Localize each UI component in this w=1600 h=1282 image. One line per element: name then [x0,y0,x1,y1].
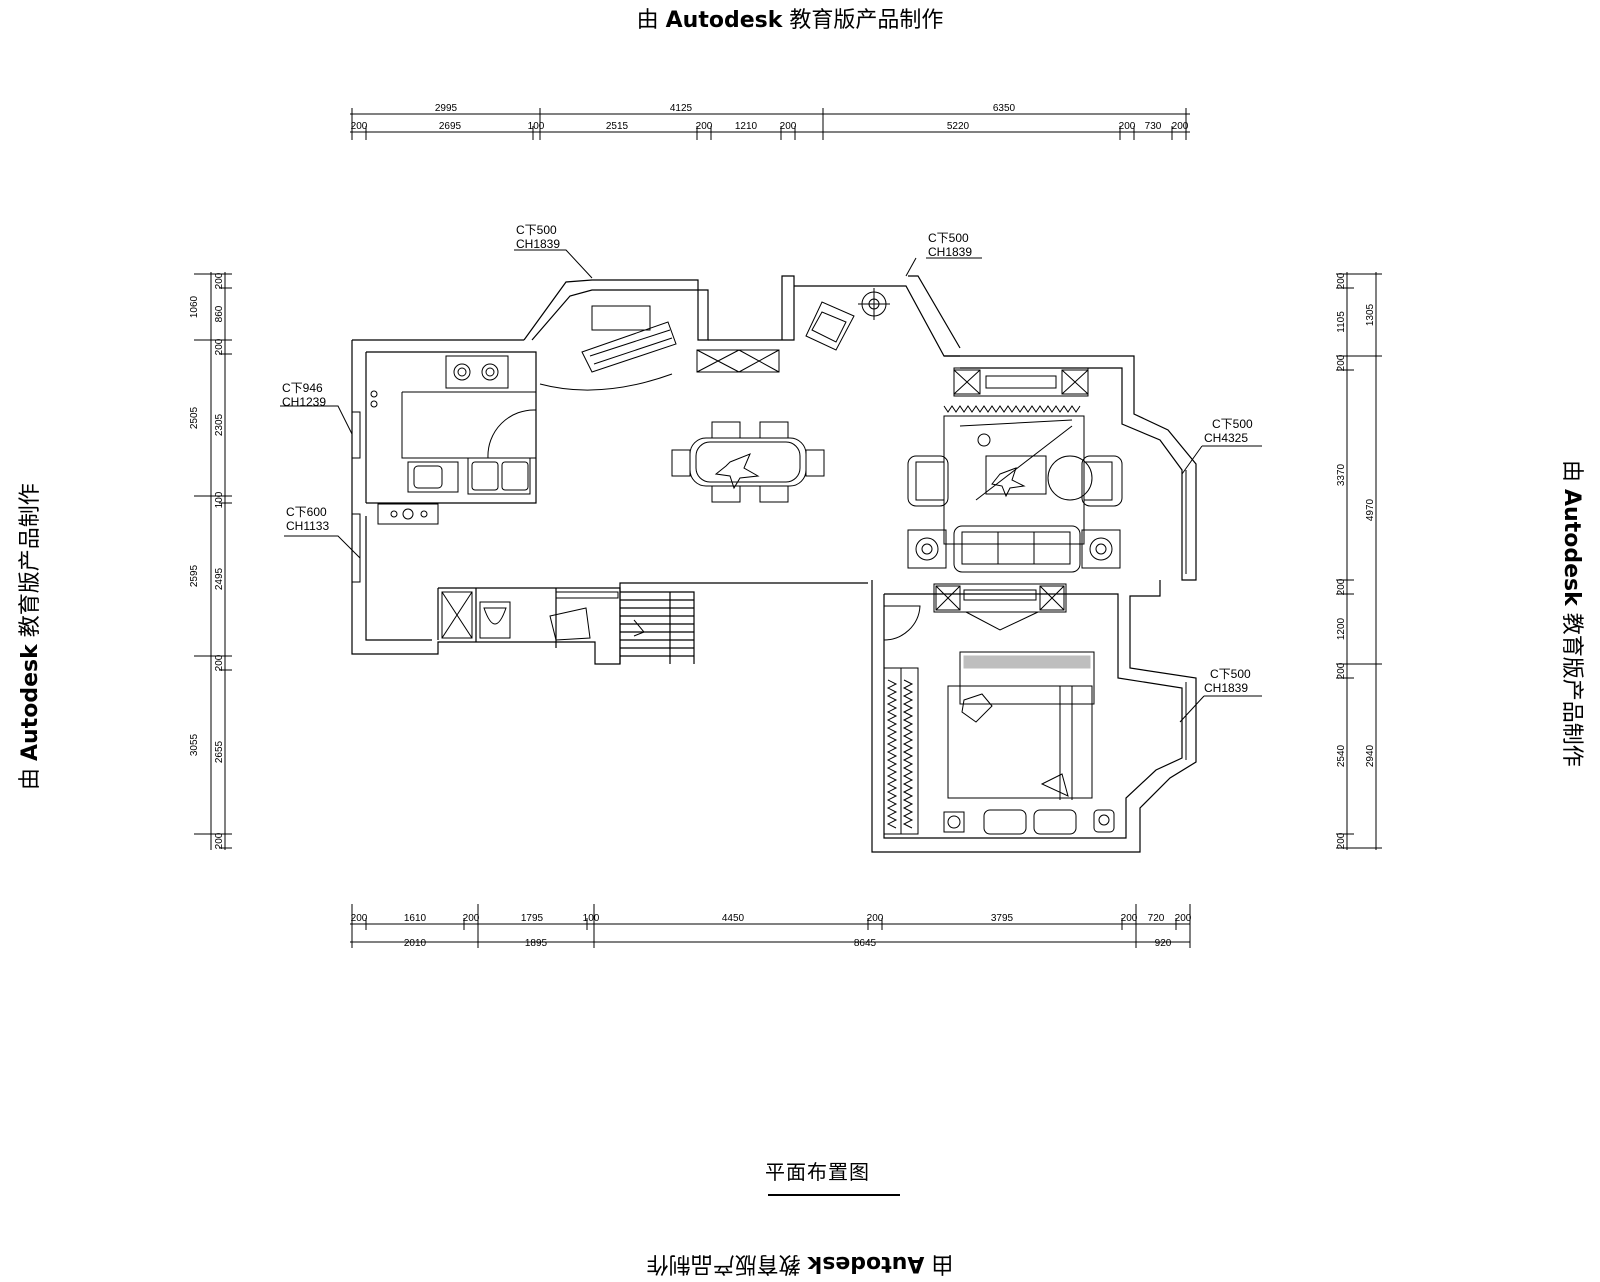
right-detail-dims: 200 1105 200 3370 200 1200 200 2540 200 [1336,272,1347,849]
window-label-line1: C下600 [286,505,327,519]
right-dim-ticks [1336,273,1382,849]
piano [539,305,780,391]
window-label-line2: CH1839 [1204,681,1248,695]
left-overall-dims: 1060 2505 2595 3055 [189,295,200,756]
dim-left-detail: 200 [214,832,225,849]
dim-right-detail: 200 [1336,354,1347,371]
left-detail-dims: 200 860 200 2305 100 2495 200 2655 200 [214,272,225,849]
dim-top-overall: 2995 [435,103,458,114]
dim-left-detail: 2305 [214,413,225,436]
dim-bottom-detail: 4450 [722,913,745,924]
dim-top-overall: 6350 [993,103,1016,114]
dim-top-detail: 2515 [606,121,629,132]
dim-bottom-detail: 1610 [404,913,427,924]
dim-right-detail: 1105 [1336,311,1347,333]
bedroom-set [883,583,1115,835]
bottom-overall-dims: 2010 1895 8645 920 [404,938,1172,949]
window-label-line2: CH1133 [286,519,329,533]
dim-right-overall: 2940 [1365,744,1376,767]
dim-left-overall: 2595 [189,564,200,587]
dim-top-detail: 100 [528,121,545,132]
plan-title-underline [768,1194,900,1196]
dim-top-overall: 4125 [670,103,693,114]
stairs-arrow [633,619,645,637]
dim-left-detail: 2495 [214,567,225,590]
window-label-line1: C下500 [928,231,969,245]
dim-bottom-overall: 920 [1155,938,1172,949]
dim-right-detail: 200 [1336,662,1347,679]
dim-top-detail: 730 [1145,121,1162,132]
watermark-top: 由 Autodesk 教育版产品制作 [636,8,944,33]
dim-top-detail: 200 [696,121,713,132]
dim-bottom-detail: 3795 [991,913,1014,924]
window-label-line2: CH1239 [282,395,326,409]
living-room-set [907,367,1123,573]
kitchen-fixtures [370,355,537,525]
dim-bottom-detail: 200 [867,913,884,924]
bathroom-fixtures [441,591,619,641]
window-label-line1: C下946 [282,381,323,395]
armchair-top [805,288,890,351]
dim-left-overall: 2505 [189,406,200,429]
dim-right-detail: 200 [1336,272,1347,289]
dim-bottom-detail: 100 [583,913,600,924]
window-label-line2: CH4325 [1204,431,1248,445]
left-windows [351,411,361,583]
window-labels: C下500 CH1839 C下500 CH1839 C下946 CH1239 C… [282,223,1253,695]
dim-top-detail: 5220 [947,121,970,132]
dim-top-detail: 200 [1119,121,1136,132]
dim-left-detail: 100 [214,491,225,508]
window-label-line1: C下500 [1212,417,1253,431]
dim-bottom-overall: 1895 [525,938,548,949]
dim-left-detail: 200 [214,338,225,355]
dim-top-detail: 200 [351,121,368,132]
plan-title: 平面布置图 [765,1160,870,1184]
dim-bottom-overall: 2010 [404,938,427,949]
dim-top-detail: 2695 [439,121,462,132]
left-dim-ticks [194,273,232,849]
dim-top-detail: 200 [780,121,797,132]
dim-right-detail: 200 [1336,578,1347,595]
dim-left-overall: 3055 [189,733,200,756]
dim-right-detail: 3370 [1336,463,1347,486]
dim-bottom-detail: 720 [1148,913,1165,924]
dim-right-overall: 4970 [1365,498,1376,521]
exterior-walls [351,275,1197,853]
dim-left-overall: 1060 [189,295,200,318]
window-label-line2: CH1839 [928,245,972,259]
dim-bottom-detail: 1795 [521,913,544,924]
dim-bottom-detail: 200 [1121,913,1138,924]
dim-right-overall: 1305 [1365,303,1376,326]
window-label-line2: CH1839 [516,237,560,251]
window-label-line1: C下500 [1210,667,1251,681]
dim-left-detail: 860 [214,305,225,322]
dim-left-detail: 200 [214,654,225,671]
window-label-leaders [280,249,1262,723]
top-overall-dims: 2995 4125 6350 [435,103,1016,114]
dim-bottom-detail: 200 [463,913,480,924]
bottom-dim-ticks [351,904,1191,948]
dim-top-detail: 1210 [735,121,758,132]
dim-left-detail: 200 [214,272,225,289]
dim-right-detail: 1200 [1336,617,1347,640]
dim-right-detail: 200 [1336,832,1347,849]
dim-top-detail: 200 [1172,121,1189,132]
dining-table [671,421,825,503]
dim-bottom-detail: 200 [1175,913,1192,924]
top-detail-dims: 200 2695 100 2515 200 1210 200 5220 200 … [351,121,1189,132]
right-overall-dims: 1305 4970 2940 [1365,303,1376,767]
top-dim-ticks [351,108,1187,140]
dim-left-detail: 2655 [214,740,225,763]
dim-bottom-detail: 200 [351,913,368,924]
bottom-detail-dims: 200 1610 200 1795 100 4450 200 3795 200 … [351,913,1192,924]
window-label-line1: C下500 [516,223,557,237]
dim-right-detail: 2540 [1336,744,1347,767]
dim-bottom-overall: 8645 [854,938,877,949]
